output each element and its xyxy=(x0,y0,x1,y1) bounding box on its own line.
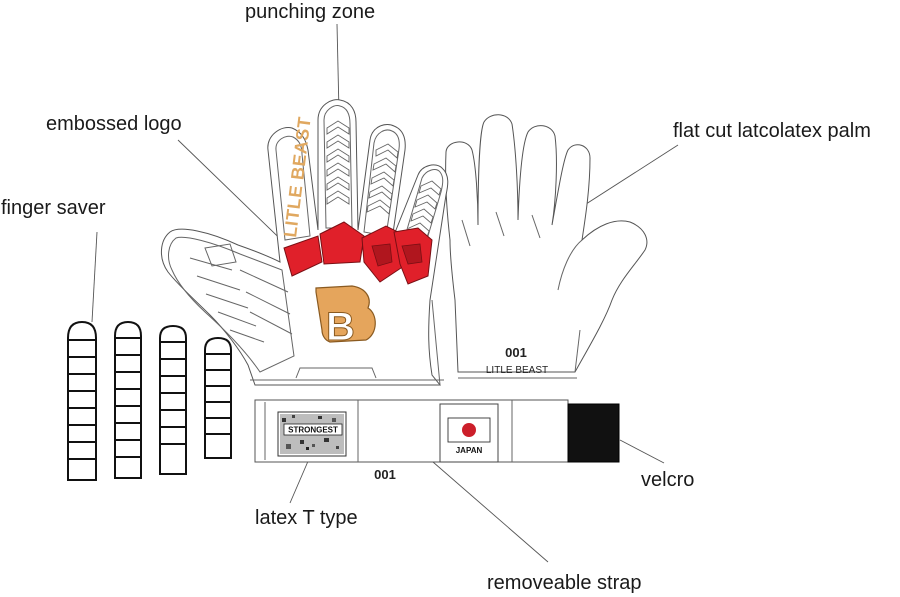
backhand-side-seam xyxy=(431,299,441,386)
japan-flag-patch: JAPAN xyxy=(439,403,499,463)
palm-side-glove: 001 LITLE BEAST xyxy=(445,114,648,379)
finger-1-panel xyxy=(275,135,311,241)
palm-back-number: 001 xyxy=(505,345,527,360)
callout-labels: punching zone embossed logo flat cut lat… xyxy=(1,1,871,594)
strap-number: 001 xyxy=(374,467,396,482)
removeable-strap: STRONGEST JAPAN 001 xyxy=(254,399,620,482)
backhand-wrist-detail xyxy=(295,367,377,379)
palm-finger-crease-3 xyxy=(531,214,541,239)
palm-back-brand: LITLE BEAST xyxy=(486,365,548,376)
velcro-tab xyxy=(567,403,620,463)
embossed-logo-badge xyxy=(315,285,376,343)
thumb-ribs xyxy=(189,257,293,343)
backhand-glove: LITLE BEAST xyxy=(161,99,449,386)
latex-t-patch: STRONGEST xyxy=(277,411,347,457)
finger-2-panel xyxy=(323,105,353,229)
finger-3-panel xyxy=(363,129,400,237)
label-punching-zone: punching zone xyxy=(245,1,375,23)
punch-pad-1 xyxy=(283,235,323,277)
finger-2-chevrons xyxy=(326,120,350,205)
thumb-tip-detail xyxy=(204,243,237,267)
finger-3-chevrons xyxy=(366,143,399,215)
embossed-logo-letter: B xyxy=(326,305,355,349)
flag-country-text: JAPAN xyxy=(456,446,483,455)
punch-pad-4-inner xyxy=(401,243,423,265)
strap-patch-text: STRONGEST xyxy=(288,426,338,435)
label-flat-cut-palm: flat cut latcolatex palm xyxy=(673,120,871,142)
label-velcro: velcro xyxy=(641,469,694,491)
label-removeable-strap: removeable strap xyxy=(487,572,642,594)
leader-finger-saver xyxy=(91,231,98,323)
palm-finger-crease-1 xyxy=(461,219,471,247)
leader-velcro xyxy=(619,439,665,464)
palm-thumb-crease xyxy=(557,239,583,291)
palm-finger-crease-2 xyxy=(495,211,505,237)
palm-seam xyxy=(574,329,581,373)
finger-savers xyxy=(67,320,232,481)
punch-pad-3-inner xyxy=(371,243,393,267)
finger-4-panel xyxy=(403,169,444,247)
finger-saver-2 xyxy=(114,320,142,479)
label-latex-t-type: latex T type xyxy=(255,507,358,529)
punching-zone-pads xyxy=(283,221,433,285)
punch-pad-2 xyxy=(319,221,365,265)
label-embossed-logo: embossed logo xyxy=(46,113,182,135)
finger-saver-1 xyxy=(67,320,97,481)
finger-saver-4 xyxy=(204,336,232,459)
label-finger-saver: finger saver xyxy=(1,197,106,219)
palm-glove-outline xyxy=(445,114,648,373)
finger-saver-3 xyxy=(159,324,187,475)
japan-flag-sun xyxy=(462,423,476,437)
